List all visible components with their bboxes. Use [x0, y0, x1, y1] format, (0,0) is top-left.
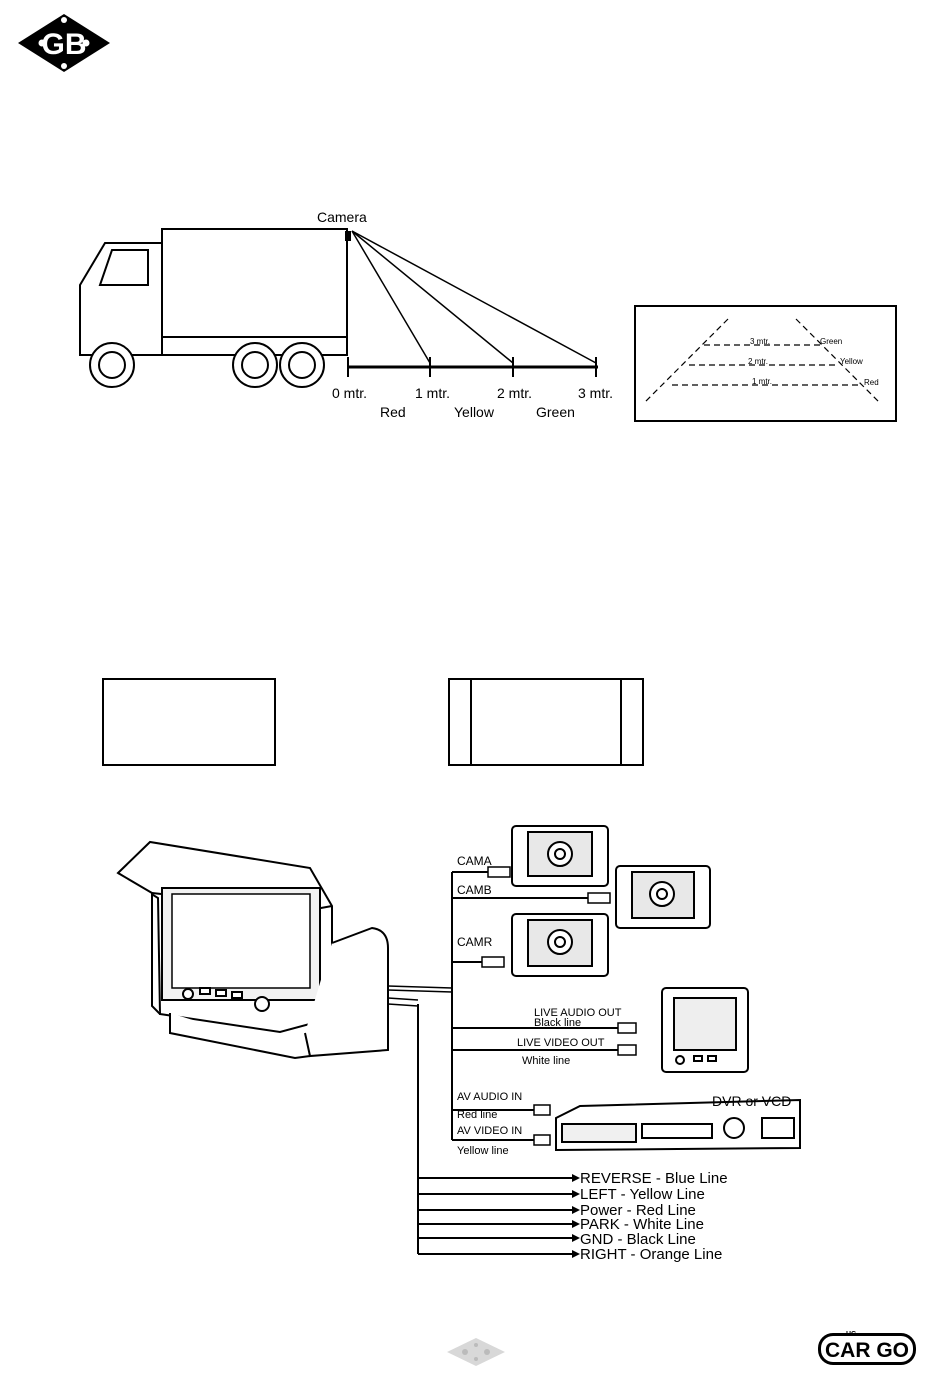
distance-label: 2 mtr.	[497, 385, 532, 401]
truck-box	[161, 228, 348, 338]
output-line: White line	[522, 1055, 570, 1067]
output-name: LIVE AUDIO OUT	[534, 1007, 622, 1019]
camera-illustration	[511, 825, 609, 887]
input-line: Red line	[457, 1109, 497, 1121]
trigger-line: GND - Black Line	[580, 1231, 696, 1248]
monitor-illustration	[116, 840, 389, 1060]
camera-r-label: CAMR	[457, 935, 493, 949]
camera-mount	[345, 231, 351, 241]
trigger-line: REVERSE - Blue Line	[580, 1170, 728, 1187]
dvr-label: DVR or VCD	[712, 1093, 791, 1109]
input-name: AV AUDIO IN	[457, 1091, 522, 1103]
camera-illustration	[615, 865, 711, 929]
cargo-logo: CAR GO HC	[818, 1331, 916, 1365]
trigger-line: Power - Red Line	[580, 1202, 696, 1219]
camera-a-label: CAMA	[457, 854, 492, 868]
gb-logo: GB	[18, 14, 110, 72]
wiring-diagram: CAMA CAMB CAMR LIVE AUDIO OUT Black line…	[116, 825, 801, 1263]
distance-label: 1 mtr.	[415, 385, 450, 401]
truck-wheel	[89, 342, 325, 388]
input-line: Yellow line	[457, 1145, 509, 1157]
dvr-illustration	[555, 1098, 801, 1152]
output-line: Black line	[534, 1017, 581, 1029]
blank-frame-right	[448, 678, 644, 766]
camera-label: Camera	[317, 209, 367, 225]
cargo-prefix: HC	[846, 1331, 856, 1338]
guide-distance: 2 mtr.	[748, 357, 768, 366]
guide-color: Yellow	[840, 357, 863, 366]
footer-decoration	[447, 1338, 505, 1366]
camera-illustration	[511, 913, 609, 977]
input-name: AV VIDEO IN	[457, 1125, 522, 1137]
distance-label: 3 mtr.	[578, 385, 613, 401]
guide-distance: 3 mtr.	[750, 337, 770, 346]
trigger-line: PARK - White Line	[580, 1216, 704, 1233]
camera-range-diagram: Camera 0 mtr. 1 mtr. 2 mtr. 3 mtr. Red Y…	[79, 209, 613, 420]
guide-color: Green	[820, 337, 842, 346]
logo-text: GB	[42, 28, 87, 61]
camera-b-label: CAMB	[457, 883, 492, 897]
trigger-line: LEFT - Yellow Line	[580, 1186, 705, 1203]
trigger-line: RIGHT - Orange Line	[580, 1246, 722, 1263]
guide-distance: 1 mtr.	[752, 377, 772, 386]
guide-lines-panel: 3 mtr. 2 mtr. 1 mtr. Green Yellow Red	[634, 305, 897, 422]
blank-frame-left	[102, 678, 276, 766]
output-name: LIVE VIDEO OUT	[517, 1037, 605, 1049]
cargo-brand: CAR GO	[825, 1339, 909, 1362]
zone-label: Red	[380, 404, 406, 420]
distance-label: 0 mtr.	[332, 385, 367, 401]
zone-label: Green	[536, 404, 575, 420]
guide-color: Red	[864, 378, 879, 387]
zone-label: Yellow	[454, 404, 495, 420]
secondary-monitor-illustration	[661, 987, 749, 1073]
